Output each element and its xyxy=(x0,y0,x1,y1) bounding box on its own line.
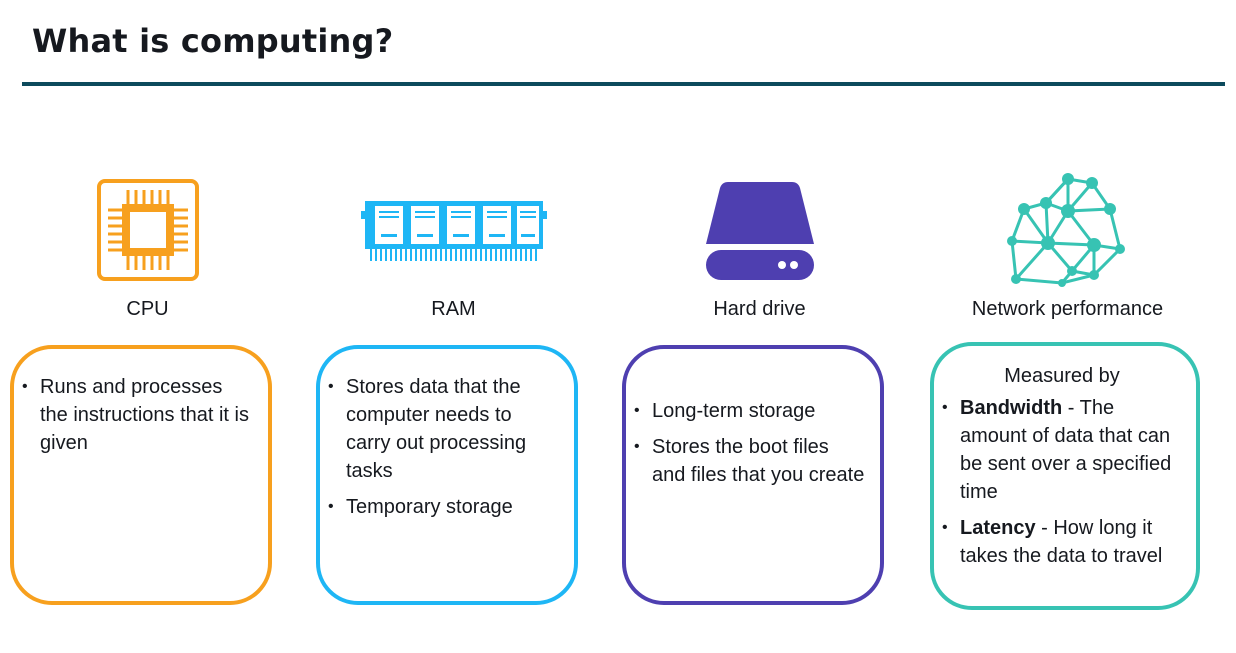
hard-drive-bullet: Stores the boot files and files that you… xyxy=(634,433,866,489)
bullet-text: Runs and processes the instructions that… xyxy=(40,376,249,454)
cpu-label: CPU xyxy=(126,298,169,320)
network-bullet: Latency - How long it takes the data to … xyxy=(942,514,1182,570)
network-bullet: Bandwidth - The amount of data that can … xyxy=(942,394,1182,506)
bullet-text: Temporary storage xyxy=(346,496,513,518)
bullet-text: Stores the boot files and files that you… xyxy=(652,436,865,486)
network-card: Measured by Bandwidth - The amount of da… xyxy=(930,342,1200,610)
hard-drive-icon xyxy=(622,170,897,290)
network-card-heading: Measured by xyxy=(1004,365,1120,387)
ram-label: RAM xyxy=(431,298,476,320)
bullet-text: Long-term storage xyxy=(652,400,816,422)
hard-drive-card: Long-term storage Stores the boot files … xyxy=(622,345,884,605)
ram-card: Stores data that the computer needs to c… xyxy=(316,345,578,605)
cpu-bullet: Runs and processes the instructions that… xyxy=(22,373,254,457)
bullet-term: Bandwidth xyxy=(960,397,1063,419)
ram-bullet: Stores data that the computer needs to c… xyxy=(328,373,560,485)
title-divider xyxy=(22,82,1225,86)
cpu-card: Runs and processes the instructions that… xyxy=(10,345,272,605)
bullet-text: - How long it takes the data to travel xyxy=(960,517,1163,567)
bullet-term: Latency xyxy=(960,517,1036,539)
network-mesh-icon xyxy=(930,170,1205,290)
ram-module-icon xyxy=(316,170,591,290)
bullet-text: - The amount of data that can be sent ov… xyxy=(960,397,1172,503)
bullet-text: Stores data that the computer needs to c… xyxy=(346,376,527,482)
hard-drive-bullet: Long-term storage xyxy=(634,397,866,425)
ram-bullet: Temporary storage xyxy=(328,493,560,521)
hard-drive-label: Hard drive xyxy=(713,298,806,320)
cpu-chip-icon xyxy=(10,170,285,290)
network-label: Network performance xyxy=(971,298,1164,320)
page-title: What is computing? xyxy=(32,22,394,60)
